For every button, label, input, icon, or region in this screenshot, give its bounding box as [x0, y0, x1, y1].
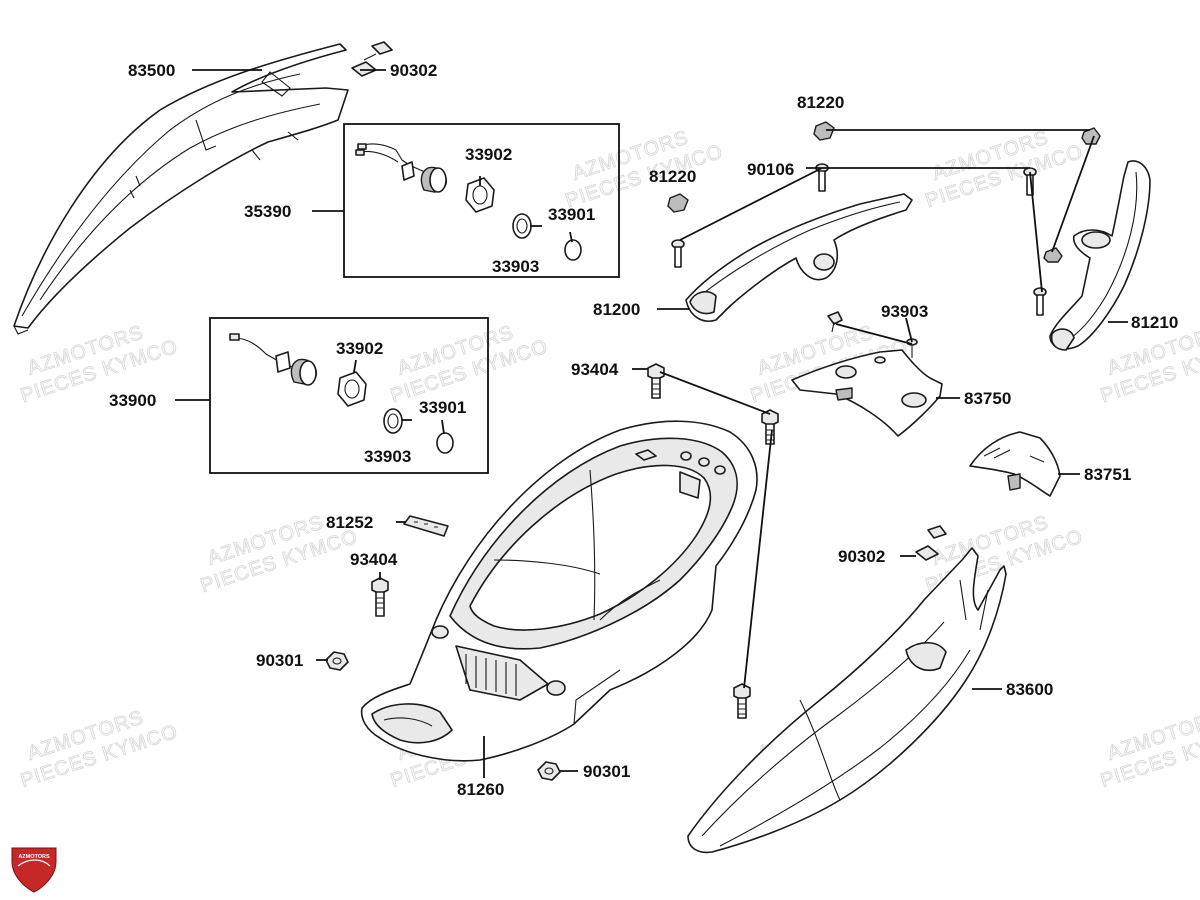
label-81200: 81200	[593, 300, 640, 319]
part-81252-plate	[403, 515, 449, 537]
label-90302: 90302	[390, 61, 437, 80]
label-90301: 90301	[583, 762, 630, 781]
part-33903-washer-b	[383, 408, 403, 434]
label-33902: 33902	[336, 339, 383, 358]
label-81210: 81210	[1131, 313, 1178, 332]
part-33902-nut	[465, 177, 495, 213]
part-93404-bolt-d	[733, 683, 751, 719]
label-83500: 83500	[128, 61, 175, 80]
label-33901: 33901	[419, 398, 466, 417]
label-93404: 93404	[350, 550, 398, 569]
part-83750-cover	[791, 349, 943, 437]
part-90302-clip	[351, 41, 393, 77]
part-81260-luggage-box	[360, 420, 758, 762]
label-83600: 83600	[1006, 680, 1053, 699]
part-33900-heater	[229, 333, 318, 386]
part-93404-bolt	[647, 363, 665, 399]
label-81252: 81252	[326, 513, 373, 532]
part-81200-grab-rail	[685, 193, 913, 322]
part-81220-rubber-c	[1081, 127, 1101, 145]
label-93903: 93903	[881, 302, 928, 321]
part-90301-nut-b	[537, 761, 561, 781]
part-90301-nut	[325, 651, 349, 671]
part-90106-bolt-d	[1033, 287, 1047, 316]
part-33901-cap-b	[436, 432, 454, 454]
label-90106: 90106	[747, 160, 794, 179]
part-90302-clip-b	[915, 525, 947, 561]
kit-33900-box	[209, 317, 489, 474]
part-33902-nut-b	[337, 371, 367, 407]
label-81260: 81260	[457, 780, 504, 799]
kit-35390-box	[343, 123, 620, 278]
label-33903: 33903	[364, 447, 411, 466]
part-33901-cap	[564, 239, 582, 261]
label-90302: 90302	[838, 547, 885, 566]
part-93404-bolt-c	[371, 577, 389, 617]
part-83500-side-cover	[13, 43, 349, 335]
label-35390: 35390	[244, 202, 291, 221]
label-83751: 83751	[1084, 465, 1131, 484]
part-33903-washer	[512, 213, 532, 239]
part-83600-side-cover	[687, 547, 1007, 854]
label-33902: 33902	[465, 145, 512, 164]
part-83751-bracket	[969, 431, 1061, 497]
part-81220-rubber-b	[667, 193, 689, 213]
label-81220: 81220	[797, 93, 844, 112]
part-93404-bolt-b	[761, 409, 779, 445]
label-83750: 83750	[964, 389, 1011, 408]
part-81220-rubber-d	[1043, 247, 1063, 263]
label-93404: 93404	[571, 360, 619, 379]
part-90106-bolt-b	[671, 239, 685, 268]
part-81210-grab-rail	[1049, 160, 1151, 351]
label-81220: 81220	[649, 167, 696, 186]
part-35390-heater	[355, 143, 448, 193]
logo-text: AZMOTORS	[18, 854, 50, 860]
azmotors-logo: AZMOTORS	[11, 847, 57, 893]
part-labels: 83500 90302 35390 33902 33901 33903 8122…	[109, 61, 1178, 799]
label-33900: 33900	[109, 391, 156, 410]
leader-lines	[175, 69, 1128, 778]
logo-shield	[11, 847, 57, 893]
label-33901: 33901	[548, 205, 595, 224]
part-81220-rubber	[813, 121, 835, 141]
label-33903: 33903	[492, 257, 539, 276]
label-90301: 90301	[256, 651, 303, 670]
